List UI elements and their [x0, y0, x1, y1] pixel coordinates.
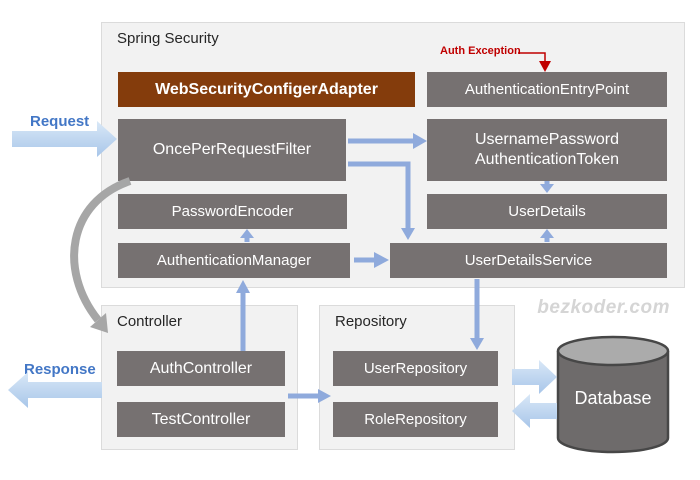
database-to-role-repository-arrow [512, 394, 557, 428]
user-repository-to-database-arrow [512, 360, 557, 394]
auth-exception-label: Auth Exception [440, 45, 521, 57]
user-repository-box: UserRepository [333, 351, 498, 386]
role-repository-box: RoleRepository [333, 402, 498, 437]
username-password-authentication-token-box: UsernamePassword AuthenticationToken [427, 119, 667, 181]
test-controller-box: TestController [117, 402, 285, 437]
authentication-manager-box: AuthenticationManager [118, 243, 350, 278]
request-label: Request [30, 113, 90, 130]
token-line-1: UsernamePassword [474, 131, 620, 148]
controller-title: Controller [117, 313, 183, 330]
token-line-2: AuthenticationToken [474, 151, 620, 168]
password-encoder-box: PasswordEncoder [118, 194, 347, 229]
authentication-entry-point-box: AuthenticationEntryPoint [427, 72, 667, 107]
spring-security-title: Spring Security [117, 30, 219, 47]
auth-controller-box: AuthController [117, 351, 285, 386]
user-details-box: UserDetails [427, 194, 667, 229]
response-label: Response [24, 361, 96, 378]
user-details-service-box: UserDetailsService [390, 243, 667, 278]
database-cylinder [556, 335, 670, 454]
database-label: Database [574, 388, 652, 408]
web-security-configer-adapter-box: WebSecurityConfigerAdapter [118, 72, 415, 107]
repository-title: Repository [335, 313, 407, 330]
watermark-text: bezkoder.com [537, 297, 670, 318]
once-per-request-filter-box: OncePerRequestFilter [118, 119, 346, 181]
